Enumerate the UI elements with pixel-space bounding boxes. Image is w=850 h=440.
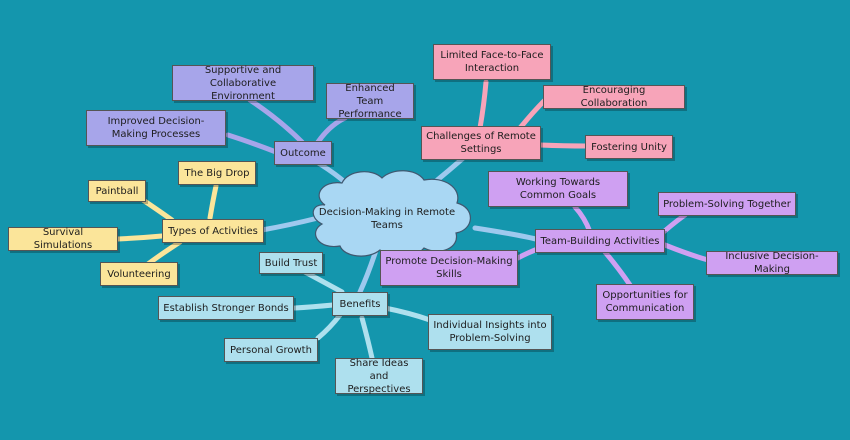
challenges-item-limited: Limited Face-to-Face Interaction [433, 44, 551, 80]
team-building-item-label: Promote Decision-Making Skills [385, 256, 513, 280]
activities-item-label: Survival Simulations [33, 227, 93, 251]
link-ben-growth [315, 312, 343, 341]
outcome-item-label: Supportive and Collaborative Environment [204, 64, 282, 102]
team-building-label: Team-Building Activities [540, 235, 660, 247]
link-ben-bonds [292, 302, 336, 311]
link-ben-trust [302, 269, 345, 295]
benefits-item-label: Establish Stronger Bonds [163, 302, 289, 314]
link-ben-insights [382, 305, 433, 323]
team-building-item-working: Working Towards Common Goals [488, 171, 628, 207]
activities-item-bigdrop: The Big Drop [178, 161, 256, 185]
challenges-label: Challenges of Remote Settings [426, 131, 536, 155]
team-building-item-inclusive: Inclusive Decision-Making [706, 251, 838, 275]
benefits-node: Benefits [332, 292, 388, 316]
outcome-node: Outcome [274, 141, 332, 165]
link-challenges-encouraging [517, 97, 548, 131]
benefits-item-label: Personal Growth [230, 344, 312, 356]
team-building-item-promote: Promote Decision-Making Skills [380, 250, 518, 286]
center-topic: Decision-Making in Remote Teams [312, 200, 462, 238]
activities-item-volunteering: Volunteering [100, 262, 178, 286]
link-outcome-enhanced [315, 115, 348, 145]
challenges-node: Challenges of Remote Settings [421, 126, 541, 160]
center-topic-label: Decision-Making in Remote Teams [318, 207, 456, 231]
benefits-item-label: Build Trust [264, 257, 318, 269]
challenges-item-label: Fostering Unity [591, 141, 667, 153]
link-ben-share [359, 315, 375, 361]
benefits-item-label: Individual Insights into Problem-Solving [433, 320, 547, 344]
activities-item-label: The Big Drop [184, 167, 250, 179]
benefits-item-bonds: Establish Stronger Bonds [158, 296, 294, 320]
outcome-item-label: Enhanced Team Performance [338, 82, 402, 120]
link-act-bigdrop [207, 183, 219, 221]
link-tb-opportunities [602, 249, 633, 288]
activities-item-paintball: Paintball [88, 180, 146, 202]
outcome-item-enhanced: Enhanced Team Performance [326, 82, 414, 120]
benefits-item-trust: Build Trust [259, 252, 323, 274]
link-outcome-improved [225, 132, 279, 155]
link-tb-inclusive [662, 242, 711, 263]
activities-item-label: Volunteering [107, 268, 171, 280]
link-center-activities [259, 215, 321, 233]
link-outcome-supportive [247, 97, 305, 145]
outcome-label: Outcome [280, 147, 326, 159]
link-act-survival [115, 233, 165, 242]
benefits-item-growth: Personal Growth [224, 338, 318, 362]
challenges-item-label: Limited Face-to-Face Interaction [440, 50, 544, 74]
activities-item-label: Paintball [95, 185, 139, 197]
activities-label: Types of Activities [168, 225, 258, 237]
team-building-item-label: Problem-Solving Together [663, 198, 791, 210]
team-building-item-problem: Problem-Solving Together [658, 192, 796, 216]
outcome-item-improved: Improved Decision-Making Processes [86, 110, 226, 146]
challenges-item-unity: Fostering Unity [585, 135, 673, 159]
benefits-label: Benefits [339, 298, 381, 310]
team-building-item-label: Working Towards Common Goals [515, 177, 601, 201]
outcome-item-label: Improved Decision-Making Processes [107, 116, 205, 140]
activities-node: Types of Activities [162, 219, 264, 243]
link-center-team-building [472, 225, 543, 243]
activities-item-survival: Survival Simulations [8, 227, 118, 251]
team-building-item-label: Opportunities for Communication [602, 290, 688, 314]
link-act-volunteering [145, 239, 183, 267]
challenges-item-encouraging: Encouraging Collaboration [543, 85, 685, 109]
center-cloud [312, 170, 471, 258]
challenges-item-label: Encouraging Collaboration [580, 85, 648, 109]
benefits-item-insights: Individual Insights into Problem-Solving [428, 314, 552, 350]
benefits-item-share: Share Ideas and Perspectives [335, 357, 423, 395]
link-challenges-limited [477, 79, 489, 131]
benefits-item-label: Share Ideas and Perspectives [347, 357, 411, 395]
link-challenges-unity [537, 142, 588, 149]
team-building-item-opportunities: Opportunities for Communication [596, 284, 694, 320]
team-building-item-label: Inclusive Decision-Making [725, 251, 819, 275]
outcome-item-supportive: Supportive and Collaborative Environment [172, 64, 314, 102]
team-building-node: Team-Building Activities [535, 229, 665, 253]
